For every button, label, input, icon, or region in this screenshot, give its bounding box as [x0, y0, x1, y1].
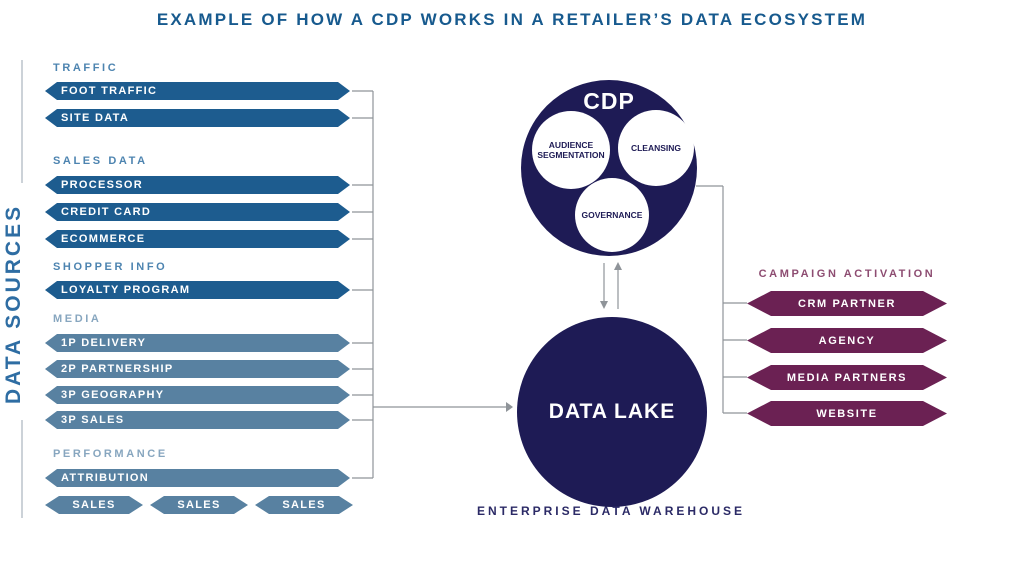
- data-lake-title: DATA LAKE: [548, 400, 676, 423]
- data-sources-axis-label: DATA SOURCES: [2, 203, 25, 405]
- source-banner-1p-delivery: 1P DELIVERY: [45, 334, 350, 352]
- sales-chip-2: SALES: [150, 496, 248, 514]
- campaign-activation-label: CAMPAIGN ACTIVATION: [758, 268, 936, 280]
- sales-chip-3: SALES: [255, 496, 353, 514]
- source-banner-ecommerce: ECOMMERCE: [45, 230, 350, 248]
- diagram-title: EXAMPLE OF HOW A CDP WORKS IN A RETAILER…: [156, 10, 868, 29]
- source-banner-2p-partnership: 2P PARTNERSHIP: [45, 360, 350, 378]
- activation-banner-media-partners: MEDIA PARTNERS: [747, 365, 947, 390]
- source-banner-processor: PROCESSOR: [45, 176, 350, 194]
- group-label-media: MEDIA: [53, 313, 102, 325]
- enterprise-data-warehouse-caption: ENTERPRISE DATA WAREHOUSE: [476, 504, 746, 518]
- source-banner-3p-geography: 3P GEOGRAPHY: [45, 386, 350, 404]
- source-banner-3p-sales: 3P SALES: [45, 411, 350, 429]
- source-banner-site-data: SITE DATA: [45, 109, 350, 127]
- activation-banner-agency: AGENCY: [747, 328, 947, 353]
- activation-banner-crm-partner: CRM PARTNER: [747, 291, 947, 316]
- sales-chip-1: SALES: [45, 496, 143, 514]
- arrowhead-to-data-lake: [506, 402, 513, 412]
- group-label-performance: PERFORMANCE: [53, 448, 168, 460]
- group-label-sales-data: SALES DATA: [53, 155, 148, 167]
- data-lake-circle: DATA LAKE: [517, 317, 707, 507]
- cdp-capability-cleansing: CLEANSING: [618, 110, 694, 186]
- cdp-capability-audience-segmentation: AUDIENCE SEGMENTATION: [532, 111, 610, 189]
- source-banner-foot-traffic: FOOT TRAFFIC: [45, 82, 350, 100]
- arrowhead-down: [600, 301, 608, 309]
- arrowhead-up: [614, 262, 622, 270]
- source-banner-credit-card: CREDIT CARD: [45, 203, 350, 221]
- source-banner-attribution: ATTRIBUTION: [45, 469, 350, 487]
- group-label-shopper-info: SHOPPER INFO: [53, 261, 168, 273]
- activation-banner-website: WEBSITE: [747, 401, 947, 426]
- group-label-traffic: TRAFFIC: [53, 62, 119, 74]
- source-banner-loyalty-program: LOYALTY PROGRAM: [45, 281, 350, 299]
- cdp-title: CDP: [583, 88, 635, 114]
- cdp-capability-governance: GOVERNANCE: [575, 178, 649, 252]
